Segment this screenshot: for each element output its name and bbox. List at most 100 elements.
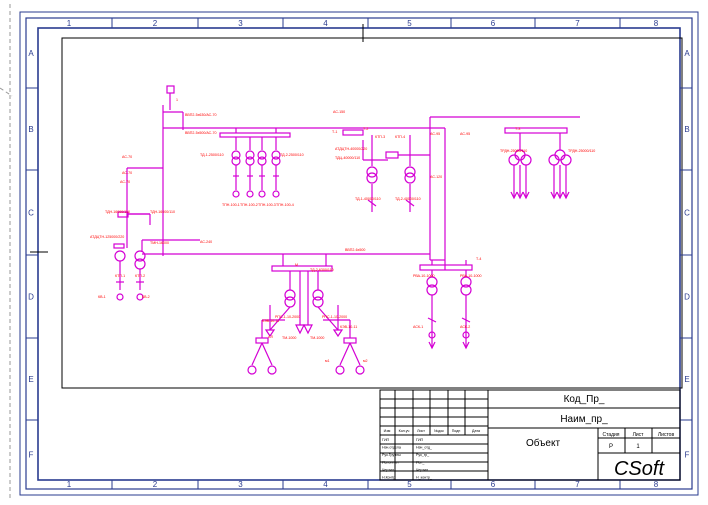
schematic-label: Т-3 <box>515 127 520 131</box>
schematic-label: АС-95 <box>430 132 440 136</box>
arrow-right-2a <box>550 191 558 200</box>
zone-letter-right: B <box>684 125 689 134</box>
schematic-label: РВА-10-1000 <box>413 274 434 278</box>
schematic-label: АС-150 <box>333 110 345 114</box>
tb-col-header: Дата <box>472 429 480 433</box>
tb-role: Н.Контр <box>382 476 395 480</box>
zone-number-top: 7 <box>575 19 580 28</box>
schematic-label: КЭВ-10-11 <box>262 319 279 323</box>
schematic-label: АСК-1 <box>413 325 423 329</box>
transformer-left-1[interactable] <box>114 250 126 262</box>
switch-mid-1[interactable] <box>367 199 377 207</box>
arrester-lm-2 <box>303 324 313 335</box>
load-left-1[interactable] <box>116 293 124 301</box>
schematic-label: ТД-2-2500/110 <box>280 153 304 157</box>
electrical-schematic[interactable] <box>113 85 580 375</box>
transformer-left-2[interactable] <box>134 250 146 262</box>
line-lm-out3[interactable] <box>339 342 351 366</box>
line-lm-2-right[interactable] <box>317 306 339 331</box>
tb-col-header: Подп <box>452 429 461 433</box>
bus-small-left[interactable] <box>113 243 125 249</box>
line-lm-out2[interactable] <box>261 342 273 366</box>
reactor-lr-1[interactable] <box>428 331 436 339</box>
transformer-lm-1b[interactable] <box>284 296 296 308</box>
bus-section-5[interactable] <box>271 265 333 272</box>
viewport-border <box>61 37 683 389</box>
tb-col-header: Изм <box>384 429 391 433</box>
breaker-lm-1[interactable] <box>255 337 269 344</box>
feeder-transformer[interactable] <box>257 150 267 160</box>
bus-section-6[interactable] <box>419 264 473 271</box>
transformer-mid-1b[interactable] <box>366 172 378 184</box>
arrow-right-2b <box>556 191 564 200</box>
schematic-label: М <box>295 263 298 267</box>
arrow-right-2c <box>562 191 570 200</box>
zone-letter-right: E <box>684 375 689 384</box>
feeder-transformer[interactable] <box>231 150 241 160</box>
schematic-label: ТПН-100-2 <box>240 203 258 207</box>
feeder-load[interactable] <box>246 190 254 198</box>
feeder-group-1[interactable] <box>231 128 281 198</box>
input-source-box[interactable] <box>166 85 175 94</box>
tb-person: Рук_гр_ <box>416 453 430 457</box>
line-lm-1-left[interactable] <box>269 306 291 331</box>
transformer-mid-2[interactable] <box>404 166 416 178</box>
title-name: Наим_пр_ <box>560 414 608 425</box>
switch-lr-1[interactable] <box>427 317 437 323</box>
schematic-label: ВВП2-5х500/АС-70 <box>185 131 216 135</box>
switch-mid-2[interactable] <box>405 199 415 207</box>
schematic-label: ТРДН-25000/110 <box>568 149 595 153</box>
motor-lm-2[interactable] <box>267 365 277 375</box>
zone-tick-lines <box>26 18 692 489</box>
arrow-right-1c <box>522 191 530 200</box>
title-block <box>379 389 681 481</box>
feeder-group-6[interactable] <box>431 260 467 265</box>
schematic-label: АС-70 <box>120 180 130 184</box>
transformer-mid-2b[interactable] <box>404 172 416 184</box>
schematic-label: КВ-1 <box>98 295 106 299</box>
feeder-group-5[interactable] <box>282 254 327 266</box>
transformer-lm-2b[interactable] <box>312 296 324 308</box>
bus-section-3[interactable] <box>385 151 399 159</box>
tb-col-header: Кол.уч <box>399 429 410 433</box>
feeder-group-2[interactable] <box>113 213 150 249</box>
feeder-transformer-b[interactable] <box>245 156 255 166</box>
line-lm-out4[interactable] <box>349 342 361 366</box>
reactor-lr-2[interactable] <box>462 331 470 339</box>
feeder-load[interactable] <box>258 190 266 198</box>
zone-number-top: 8 <box>654 19 659 28</box>
feeder-load[interactable] <box>272 190 280 198</box>
schematic-label: РВА-10-1000 <box>460 274 481 278</box>
zone-number-bottom: 7 <box>575 480 580 489</box>
tb-role: Нач.отдела <box>382 446 401 450</box>
load-left-2[interactable] <box>136 293 144 301</box>
bus-section-1[interactable] <box>219 132 291 138</box>
feeder-transformer-b[interactable] <box>271 156 281 166</box>
motor-lm-1[interactable] <box>247 365 257 375</box>
feeder-transformer-b[interactable] <box>257 156 267 166</box>
tb-col-header: Лист <box>417 429 425 433</box>
zone-number-top: 4 <box>323 19 328 28</box>
zone-number-top: 1 <box>67 19 72 28</box>
arrow-right-1a <box>510 191 518 200</box>
feeder-load[interactable] <box>232 190 240 198</box>
motor-lm-3[interactable] <box>335 365 345 375</box>
feeder-transformer[interactable] <box>245 150 255 160</box>
breaker-lm-2[interactable] <box>343 337 357 344</box>
transformer-mid-1[interactable] <box>366 166 378 178</box>
feeder-transformer-b[interactable] <box>231 156 241 166</box>
motor-lm-4[interactable] <box>355 365 365 375</box>
bus-section-4[interactable] <box>504 127 568 134</box>
line-lm-out1[interactable] <box>251 342 263 366</box>
switch-lr-2[interactable] <box>461 317 471 323</box>
schematic-label: КВ-2 <box>142 295 150 299</box>
schematic-labels: 1ВВП2-5х630/АС-70ВВП2-5х500/АС-70ТД-1-25… <box>90 98 595 363</box>
tb-col-header: №док <box>434 429 444 433</box>
schematic-label: ТДН-16000/110 <box>105 210 130 214</box>
feeder-transformer[interactable] <box>271 150 281 160</box>
bus-section-2[interactable] <box>342 129 364 136</box>
title-block-grid <box>380 389 488 480</box>
zone-number-bottom: 4 <box>323 480 328 489</box>
